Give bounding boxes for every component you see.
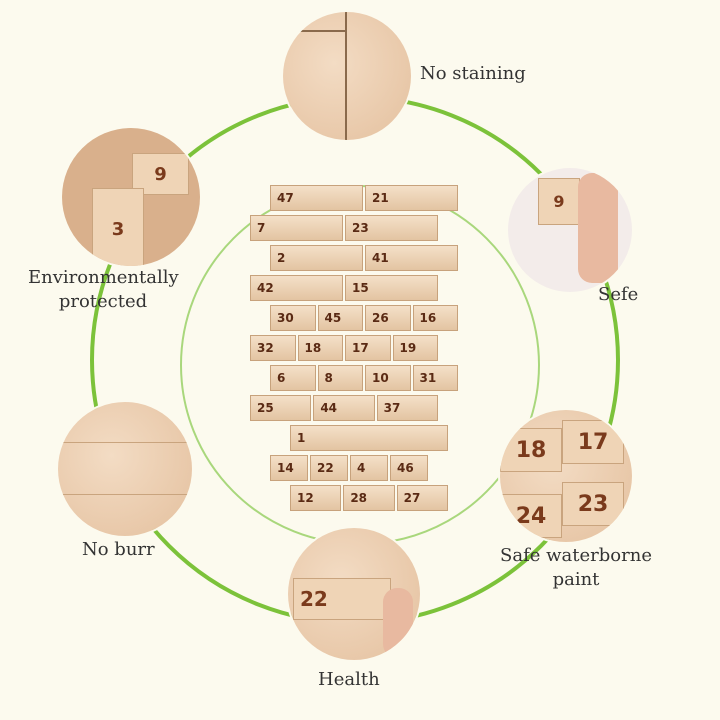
block-number: 24 [500,494,562,538]
tower-block: 18 [297,335,343,361]
tower-block: 28 [343,485,395,511]
tower-block: 21 [365,185,458,211]
block-number: 18 [500,428,562,472]
tower-block: 14 [270,455,308,481]
label-safe: Sefe [598,284,639,305]
block-number: 17 [562,420,624,464]
tower-block: 30 [270,305,316,331]
tower-block: 23 [345,215,438,241]
tower-block: 19 [392,335,438,361]
bubble-safe: 9 [508,168,632,292]
tower-block: 10 [365,365,411,391]
block-number: 9 [538,178,580,225]
tower-block: 1 [290,425,448,451]
tower-block: 8 [317,365,363,391]
tower-block: 2 [270,245,363,271]
tower-block: 4 [350,455,388,481]
tower-block: 46 [390,455,428,481]
tower-block: 45 [317,305,363,331]
bubble-no-burr [58,402,192,536]
tower-block: 22 [310,455,348,481]
tower-block: 26 [365,305,411,331]
block-number: 22 [293,578,391,620]
tower-block: 27 [396,485,448,511]
tower-block: 16 [412,305,458,331]
tower-block: 17 [345,335,391,361]
label-health: Health [318,669,380,690]
tower-block: 44 [313,395,375,421]
block-number: 23 [562,482,624,526]
bubble-waterborne-paint: 18 17 24 23 [500,410,632,542]
tower-block: 12 [290,485,342,511]
bubble-environmentally-protected: 9 3 [62,128,200,266]
tower-block: 15 [345,275,438,301]
tower-block: 7 [250,215,343,241]
tower-block: 47 [270,185,363,211]
tower-block: 31 [412,365,458,391]
tower-block: 6 [270,365,316,391]
tower-block: 25 [250,395,312,421]
label-environmentally-protected: Environmentally protected [28,267,179,312]
label-safe-waterborne-paint: Safe waterborne paint [500,545,652,590]
tower-block: 32 [250,335,296,361]
bubble-health: 22 [288,528,420,660]
tower-block: 37 [376,395,438,421]
tower-block: 41 [365,245,458,271]
tower-block: 42 [250,275,343,301]
label-no-staining: No staining [420,63,526,84]
block-number: 3 [92,188,144,266]
label-no-burr: No burr [82,539,155,560]
bubble-no-staining [283,12,411,140]
